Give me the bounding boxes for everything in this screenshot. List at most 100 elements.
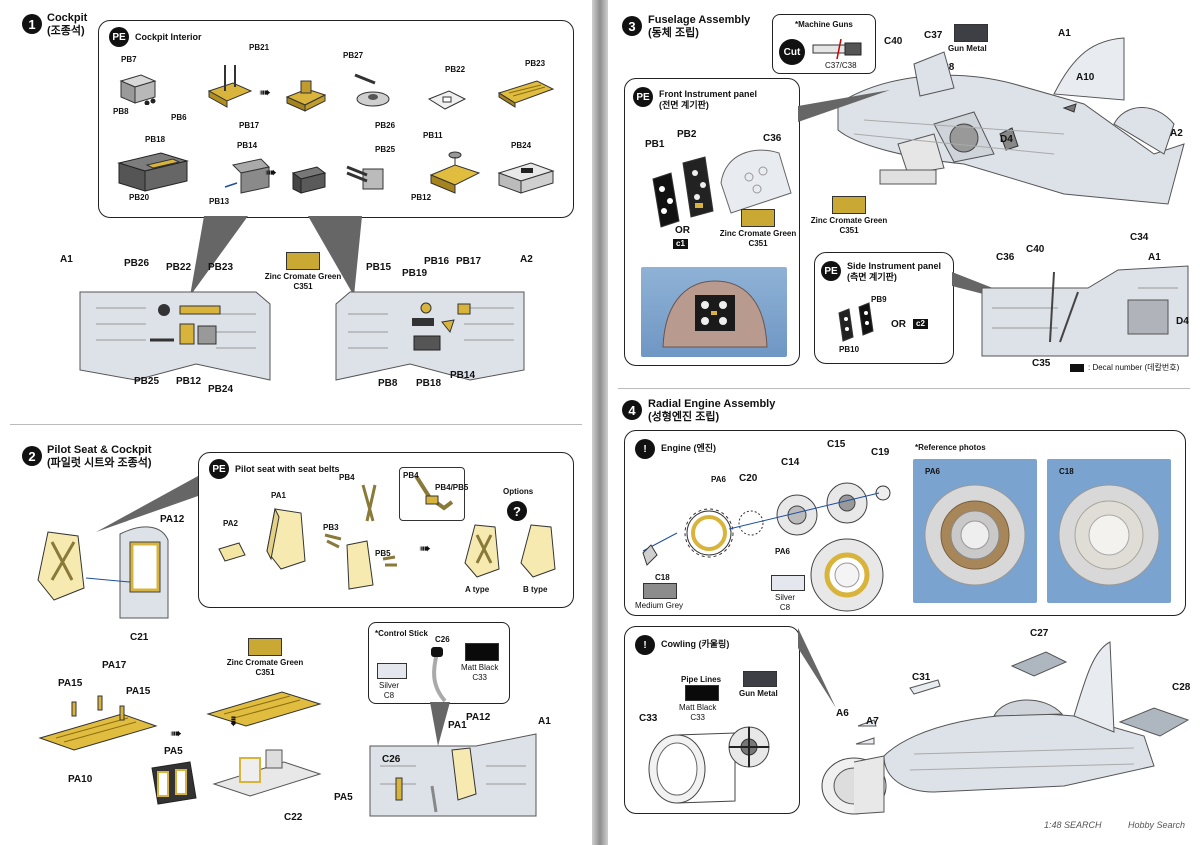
reference-photos-title: *Reference photos bbox=[915, 443, 986, 452]
arrow-3: ➠ bbox=[419, 540, 431, 556]
matt-black-swatch-2 bbox=[685, 685, 719, 701]
step-3-title: Fuselage Assembly (동체 조립) bbox=[648, 14, 750, 40]
label-a7: A7 bbox=[866, 716, 879, 727]
side-panel-title: Side Instrument panel (측면 계기판) bbox=[847, 261, 941, 283]
label-pb6: PB6 bbox=[171, 113, 187, 122]
engine-title: Engine (엔진) bbox=[661, 443, 717, 453]
label-pa12: PA12 bbox=[160, 514, 185, 525]
label-pb25: PB25 bbox=[375, 145, 396, 154]
pb17-assembled-drawing bbox=[285, 80, 327, 112]
label-pa1: PA1 bbox=[271, 491, 286, 500]
label-c27: C27 bbox=[1030, 628, 1049, 639]
reference-photo-pa6-drawing bbox=[924, 484, 1026, 586]
front-instrument-panel-box: PE Front Instrument panel (전면 계기판) PB1 P… bbox=[624, 78, 800, 366]
label-pb1: PB1 bbox=[645, 139, 665, 150]
pe-badge-3: PE bbox=[633, 87, 653, 107]
pb25-part-drawing bbox=[346, 165, 384, 190]
step-4-title-kr: (성형엔진 조립) bbox=[648, 411, 720, 423]
label-or-side: OR bbox=[891, 319, 906, 330]
matt-black-code: C33 bbox=[472, 673, 488, 682]
silver-code-2: C8 bbox=[779, 603, 791, 612]
cowling-title: Cowling (카울링) bbox=[661, 639, 730, 649]
label-a1: A1 bbox=[60, 254, 73, 265]
fuselage-right-half bbox=[335, 291, 525, 381]
right-label-pb16: PB16 bbox=[424, 256, 450, 267]
label-c40-lower: C40 bbox=[1026, 244, 1045, 255]
label-c36: C36 bbox=[763, 133, 782, 144]
cockpit-fuselage-drawing bbox=[369, 733, 537, 817]
left-label-pb23: PB23 bbox=[208, 262, 234, 273]
gun-metal-label-2: Gun Metal bbox=[739, 689, 778, 698]
step-3-number: 3 bbox=[622, 16, 642, 36]
gun-metal-label: Gun Metal bbox=[948, 44, 987, 53]
label-pa5-fus: PA5 bbox=[334, 792, 353, 803]
decal-c1: c1 bbox=[673, 239, 688, 249]
label-pb17: PB17 bbox=[239, 121, 260, 130]
label-a1-step3: A1 bbox=[1058, 28, 1071, 39]
seat-belts-drawing bbox=[324, 484, 397, 590]
left-label-pb24: PB24 bbox=[208, 384, 234, 395]
step-4-title: Radial Engine Assembly (성형엔진 조립) bbox=[648, 398, 775, 424]
matt-black-name: Matt Black bbox=[461, 663, 499, 672]
label-d4-top: D4 bbox=[1000, 134, 1013, 145]
left-label-pb22: PB22 bbox=[166, 262, 192, 273]
seat-into-bulkhead-drawing bbox=[37, 526, 169, 619]
pb21-pb17-part-drawing bbox=[207, 65, 253, 108]
front-panel-parts-drawing bbox=[652, 149, 792, 228]
pb4-detail-box bbox=[399, 467, 465, 521]
step-2-number: 2 bbox=[22, 446, 42, 466]
label-c34: C34 bbox=[1130, 232, 1149, 243]
pe-badge: PE bbox=[109, 27, 129, 47]
label-pb10: PB10 bbox=[839, 345, 860, 354]
medium-grey-swatch bbox=[643, 583, 677, 599]
right-label-pb17: PB17 bbox=[456, 256, 482, 267]
machine-guns-box: *Machine Guns Cut C37/C38 bbox=[772, 14, 876, 74]
side-panel-parts-drawing bbox=[838, 302, 874, 342]
pe-badge-2: PE bbox=[209, 459, 229, 479]
callout-pointer-3 bbox=[430, 702, 450, 746]
label-c26-stick: C26 bbox=[435, 635, 450, 644]
medium-grey-label: Medium Grey bbox=[635, 601, 684, 610]
label-a1-fus: A1 bbox=[538, 716, 551, 727]
pb18-part-drawing bbox=[117, 152, 189, 192]
pe-badge-4: PE bbox=[821, 261, 841, 281]
cockpit-interior-panel: PE Cockpit Interior PB7 PB8 PB6 PB21 PB1… bbox=[98, 20, 574, 218]
callout-pointer-4 bbox=[798, 90, 890, 122]
watermark-text: 1:48 SEARCH bbox=[1044, 820, 1102, 830]
step-1-title-kr: (조종석) bbox=[47, 25, 85, 37]
label-pa12-fus: PA12 bbox=[466, 712, 491, 723]
label-c19: C19 bbox=[871, 447, 890, 458]
cut-badge: Cut bbox=[779, 39, 805, 65]
label-pb4: PB4 bbox=[339, 473, 355, 482]
page-gutter bbox=[592, 0, 608, 845]
left-label-pb25: PB25 bbox=[134, 376, 160, 387]
left-label-pb12: PB12 bbox=[176, 376, 202, 387]
reference-photo-c18-drawing bbox=[1058, 484, 1160, 586]
fuselage-left-half bbox=[79, 291, 271, 381]
label-pb8: PB8 bbox=[113, 107, 129, 116]
right-label-pb15: PB15 bbox=[366, 262, 392, 273]
pilot-seat-title: Pilot seat with seat belts bbox=[235, 464, 340, 474]
label-pb23: PB23 bbox=[525, 59, 546, 68]
right-label-pb19: PB19 bbox=[402, 268, 428, 279]
paint-code-2: C351 bbox=[255, 668, 275, 677]
zinc-chromate-label-4: Zinc Cromate Green C351 bbox=[713, 229, 803, 249]
front-panel-photo-drawing bbox=[662, 280, 768, 348]
step-2-title-en: Pilot Seat & Cockpit bbox=[47, 444, 152, 456]
label-c36-lower: C36 bbox=[996, 252, 1015, 263]
left-label-pb26: PB26 bbox=[124, 258, 150, 269]
engine-assembled-drawing bbox=[810, 538, 884, 612]
label-pb13: PB13 bbox=[209, 197, 230, 206]
warning-badge-cowling: ! bbox=[635, 635, 655, 655]
label-d4-lower: D4 bbox=[1176, 316, 1189, 327]
label-pa5: PA5 bbox=[164, 746, 183, 757]
control-stick-title: *Control Stick bbox=[375, 629, 428, 638]
right-page: 3 Fuselage Assembly (동체 조립) *Machine Gun… bbox=[608, 0, 1200, 845]
label-c15: C15 bbox=[827, 439, 846, 450]
callout-pointer-6 bbox=[798, 628, 836, 708]
gun-metal-swatch-2 bbox=[743, 671, 777, 687]
zinc-chromate-swatch-2 bbox=[248, 638, 282, 656]
label-pb14: PB14 bbox=[237, 141, 258, 150]
label-pb20: PB20 bbox=[129, 193, 150, 202]
silver-code: C8 bbox=[383, 691, 395, 700]
